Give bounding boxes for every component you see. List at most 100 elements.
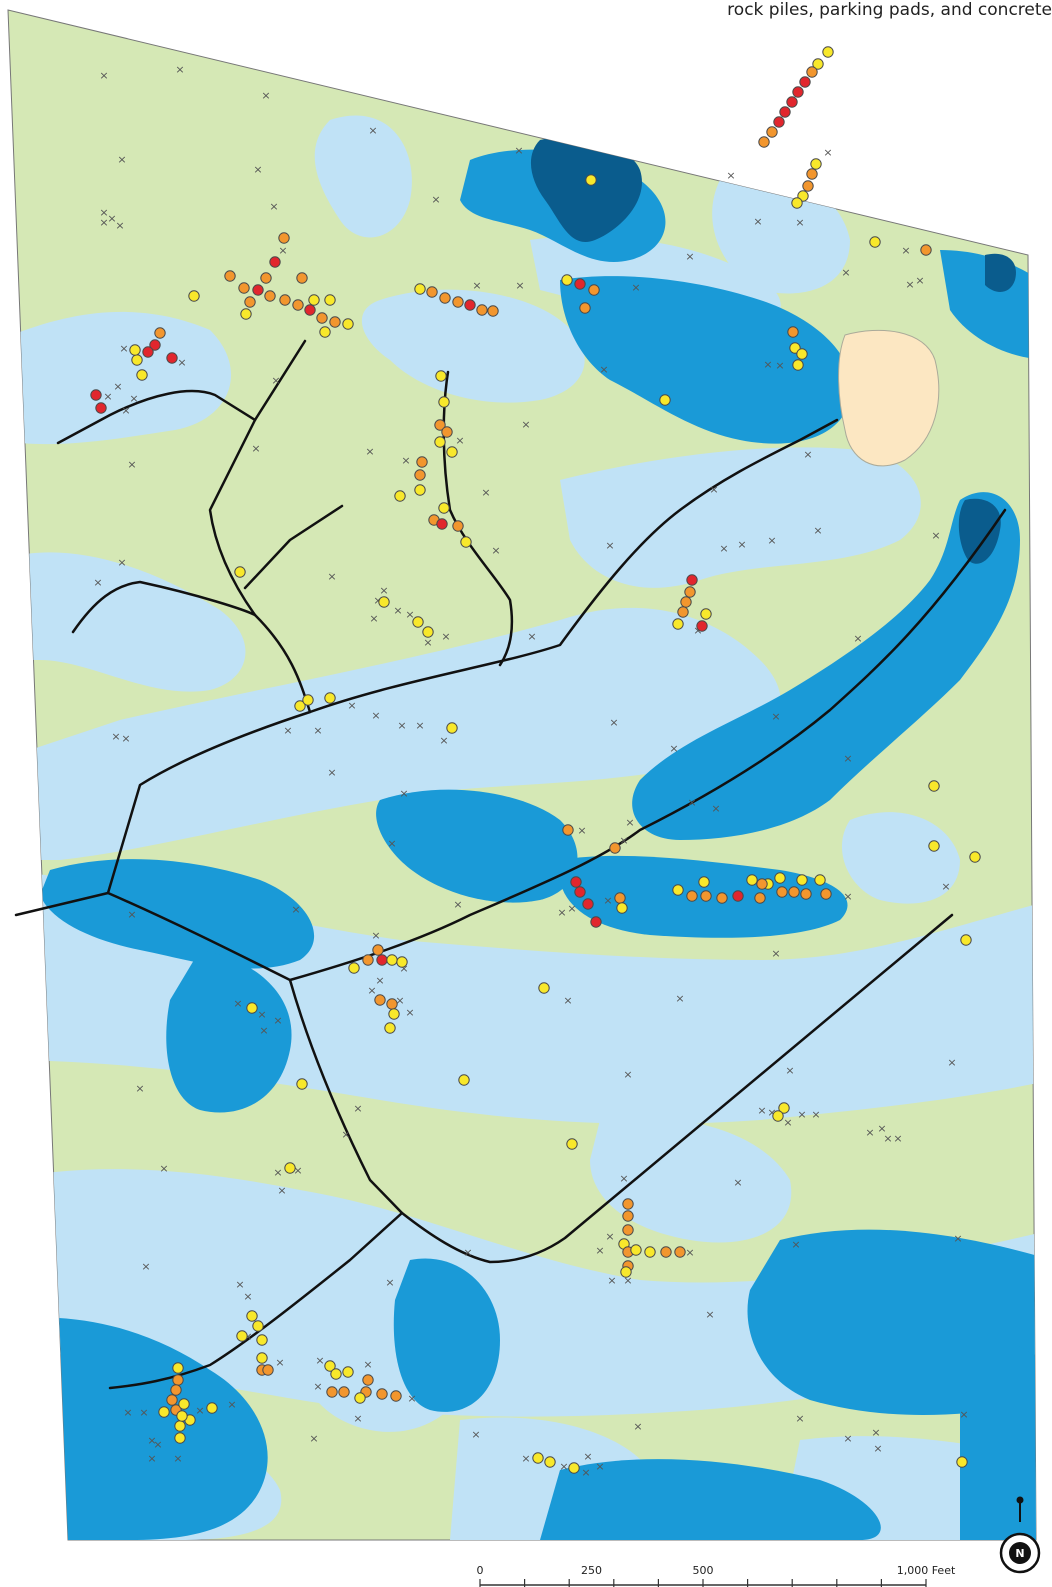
x-marker: × — [275, 1356, 284, 1369]
road-segment — [56, 389, 257, 445]
x-marker: × — [129, 392, 138, 405]
x-marker: × — [959, 1408, 968, 1421]
red-circle-marker — [779, 106, 791, 118]
x-marker: × — [791, 1238, 800, 1251]
yellow-circle-marker — [458, 1074, 470, 1086]
yellow-circle-marker — [672, 884, 684, 896]
light-blue-zones — [8, 115, 1036, 1540]
x-marker: × — [283, 724, 292, 737]
x-marker: × — [153, 1438, 162, 1451]
yellow-circle-marker — [412, 616, 424, 628]
x-marker: × — [401, 454, 410, 467]
x-marker: × — [785, 1064, 794, 1077]
yellow-circle-marker — [319, 326, 331, 338]
orange-circle-marker — [716, 892, 728, 904]
yellow-circle-marker — [616, 902, 628, 914]
road-segment — [106, 418, 839, 895]
orange-circle-marker — [170, 1384, 182, 1396]
orange-circle-marker — [806, 168, 818, 180]
orange-circle-marker — [362, 954, 374, 966]
x-marker: × — [685, 1246, 694, 1259]
orange-circle-marker — [426, 286, 438, 298]
yellow-circle-marker — [698, 876, 710, 888]
x-marker: × — [783, 1116, 792, 1129]
yellow-circle-marker — [252, 1320, 264, 1332]
x-marker: × — [877, 1122, 886, 1135]
dark-blue-zones — [530, 136, 1016, 564]
orange-circle-marker — [416, 456, 428, 468]
x-marker: × — [623, 1068, 632, 1081]
x-marker: × — [173, 1452, 182, 1465]
x-marker: × — [797, 1108, 806, 1121]
yellow-circle-marker — [434, 436, 446, 448]
x-marker: × — [367, 984, 376, 997]
orange-circle-marker — [154, 327, 166, 339]
red-circle-marker — [464, 299, 476, 311]
x-marker: × — [843, 890, 852, 903]
orange-circle-marker — [296, 272, 308, 284]
x-marker: × — [111, 730, 120, 743]
orange-circle-marker — [362, 1374, 374, 1386]
yellow-circle-marker — [394, 490, 406, 502]
x-marker: × — [893, 1132, 902, 1145]
x-marker: × — [253, 163, 262, 176]
red-circle-marker — [582, 898, 594, 910]
red-circle-marker — [574, 886, 586, 898]
yellow-circle-marker — [778, 1102, 790, 1114]
yellow-circle-marker — [174, 1432, 186, 1444]
orange-circle-marker — [622, 1224, 634, 1236]
yellow-circle-marker — [131, 354, 143, 366]
orange-circle-marker — [434, 419, 446, 431]
yellow-circle-marker — [814, 874, 826, 886]
x-marker: × — [669, 742, 678, 755]
yellow-circle-marker — [532, 1452, 544, 1464]
x-marker: × — [278, 244, 287, 257]
yellow-circle-marker — [176, 1410, 188, 1422]
yellow-circle-marker — [746, 874, 758, 886]
yellow-circle-marker — [158, 1406, 170, 1418]
x-marker: × — [407, 1392, 416, 1405]
x-marker: × — [233, 997, 242, 1010]
x-marker: × — [423, 636, 432, 649]
scale-label: 0 — [477, 1564, 484, 1577]
red-circle-marker — [590, 916, 602, 928]
x-marker: × — [141, 1260, 150, 1273]
yellow-circle-marker — [774, 872, 786, 884]
orange-circle-marker — [758, 136, 770, 148]
x-marker: × — [737, 538, 746, 551]
yellow-circle-marker — [330, 1368, 342, 1380]
yellow-circle-marker — [672, 618, 684, 630]
orange-circle-marker — [476, 304, 488, 316]
red-circle-marker — [269, 256, 281, 268]
yellow-circle-marker — [585, 174, 597, 186]
orange-circle-marker — [372, 944, 384, 956]
orange-circle-marker — [338, 1386, 350, 1398]
x-marker: × — [687, 796, 696, 809]
x-marker: × — [159, 1162, 168, 1175]
orange-circle-marker — [622, 1210, 634, 1222]
red-circle-marker — [696, 620, 708, 632]
x-marker: × — [439, 734, 448, 747]
x-marker: × — [431, 193, 440, 206]
x-marker: × — [397, 719, 406, 732]
yellow-circle-marker — [342, 1366, 354, 1378]
orange-circle-marker — [680, 596, 692, 608]
yellow-circle-marker — [256, 1352, 268, 1364]
orange-circle-marker — [292, 299, 304, 311]
x-marker: × — [453, 898, 462, 911]
x-marker: × — [195, 1404, 204, 1417]
x-marker: × — [871, 1426, 880, 1439]
orange-circle-marker — [660, 1246, 672, 1258]
yellow-circle-marker — [460, 536, 472, 548]
red-circle-marker — [252, 284, 264, 296]
x-marker: × — [931, 529, 940, 542]
x-marker: × — [175, 63, 184, 76]
x-marker: × — [463, 1246, 472, 1259]
yellow-circle-marker — [810, 158, 822, 170]
red-circle-marker — [786, 96, 798, 108]
yellow-circle-marker — [234, 566, 246, 578]
x-marker: × — [557, 906, 566, 919]
x-marker: × — [603, 894, 612, 907]
yellow-circle-marker — [792, 359, 804, 371]
